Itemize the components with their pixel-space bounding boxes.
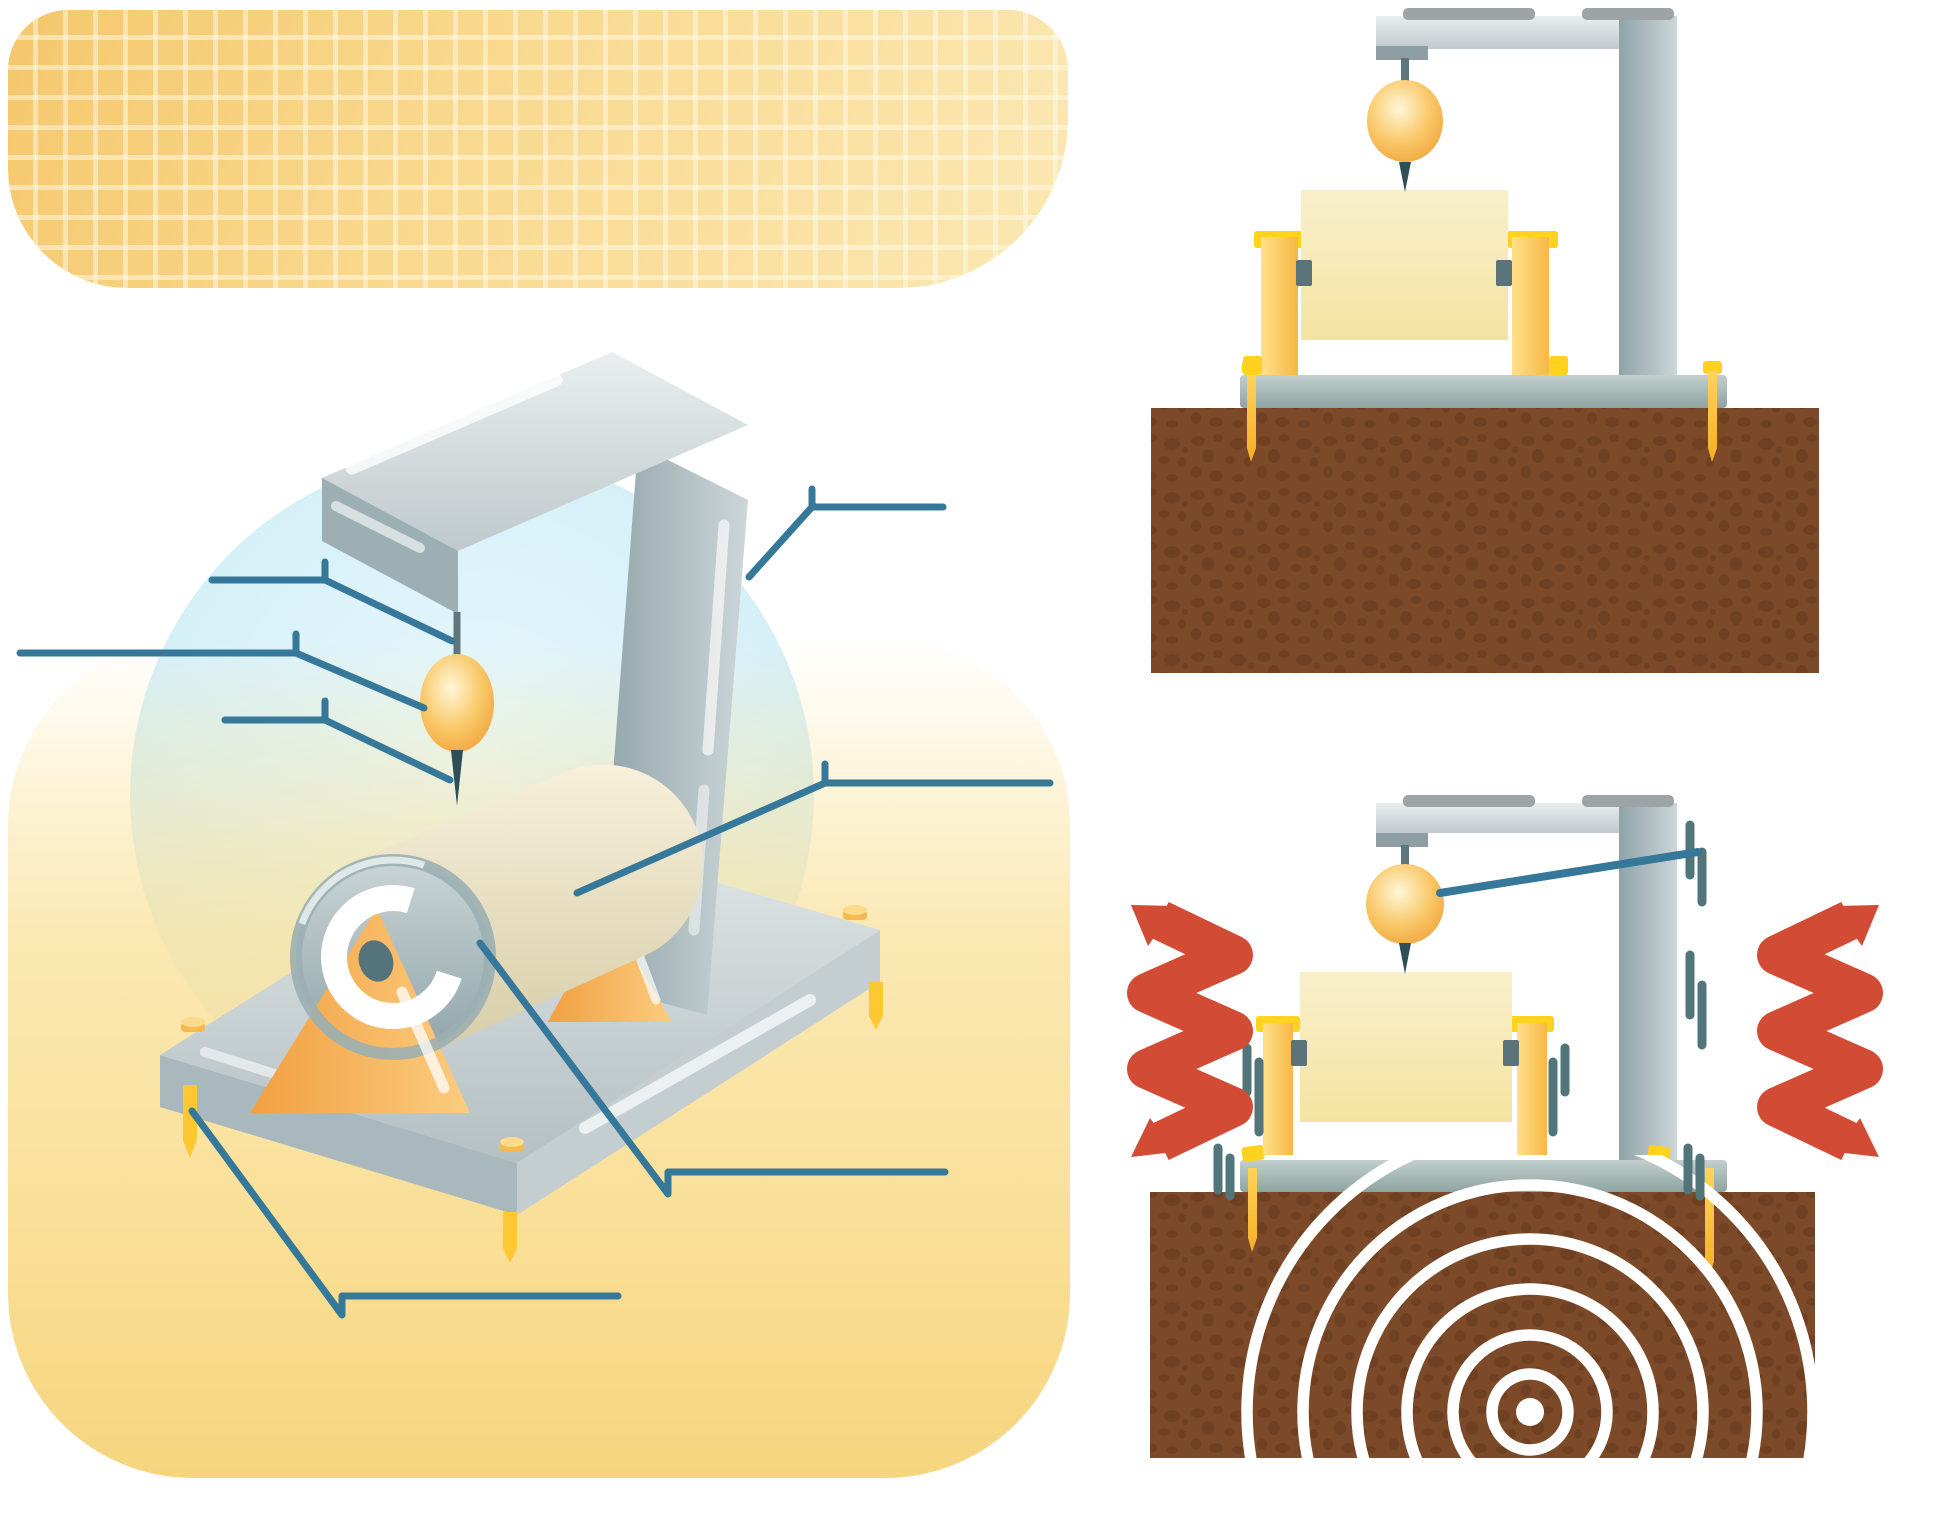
wire-callout-line bbox=[208, 558, 456, 645]
pen bbox=[1399, 943, 1411, 974]
recording-paper bbox=[1300, 972, 1512, 1122]
drum-pin-right bbox=[1496, 260, 1512, 286]
pen bbox=[451, 750, 463, 806]
callout-lines bbox=[16, 485, 1054, 1319]
motion-dashes bbox=[1213, 820, 1707, 1201]
platform-pegs bbox=[181, 905, 867, 1152]
seismic-activity-diagram bbox=[1127, 795, 1883, 1458]
heavy-weight-callout-line bbox=[16, 630, 428, 712]
pen bbox=[1399, 162, 1411, 192]
ground-block bbox=[1151, 408, 1819, 673]
weight-ball bbox=[1367, 80, 1443, 162]
shake-arrow-left bbox=[1127, 901, 1253, 1161]
weight-pointer-line bbox=[1436, 848, 1702, 897]
epicenter-dot bbox=[1516, 1398, 1544, 1426]
heavy-weight-ball bbox=[420, 654, 494, 752]
little-activity-diagram bbox=[1151, 8, 1819, 673]
support-hole bbox=[358, 940, 394, 982]
seismic-wave-rings bbox=[1241, 1155, 1815, 1458]
drum-supports bbox=[1256, 1016, 1554, 1155]
drum-supports bbox=[1243, 231, 1568, 375]
pen-callout-line bbox=[221, 697, 454, 784]
ground-spikes bbox=[183, 982, 883, 1263]
drum-pin-left bbox=[1296, 260, 1312, 286]
rotating-paper-drum bbox=[250, 764, 704, 1113]
drum-pin-left bbox=[1291, 1040, 1307, 1066]
drum-pin-right bbox=[1503, 1040, 1519, 1066]
base-callout-line bbox=[188, 1107, 622, 1319]
frame-callout-line bbox=[745, 485, 947, 581]
main-seismograph-scene bbox=[8, 352, 1070, 1478]
base-plate bbox=[1240, 375, 1727, 408]
grid-pattern bbox=[8, 10, 1068, 288]
weight-ball bbox=[1366, 864, 1444, 944]
recording-paper bbox=[1301, 190, 1508, 340]
drum-hub-arc bbox=[321, 885, 465, 1029]
seismogram-wave-decor bbox=[8, 10, 1068, 288]
title-banner bbox=[8, 10, 1068, 288]
shake-arrow-right bbox=[1757, 901, 1883, 1161]
recorded-vibrations-callout-line bbox=[573, 760, 1054, 897]
frame-side-view bbox=[1376, 8, 1677, 408]
rotating-drum-callout-line bbox=[476, 939, 949, 1198]
